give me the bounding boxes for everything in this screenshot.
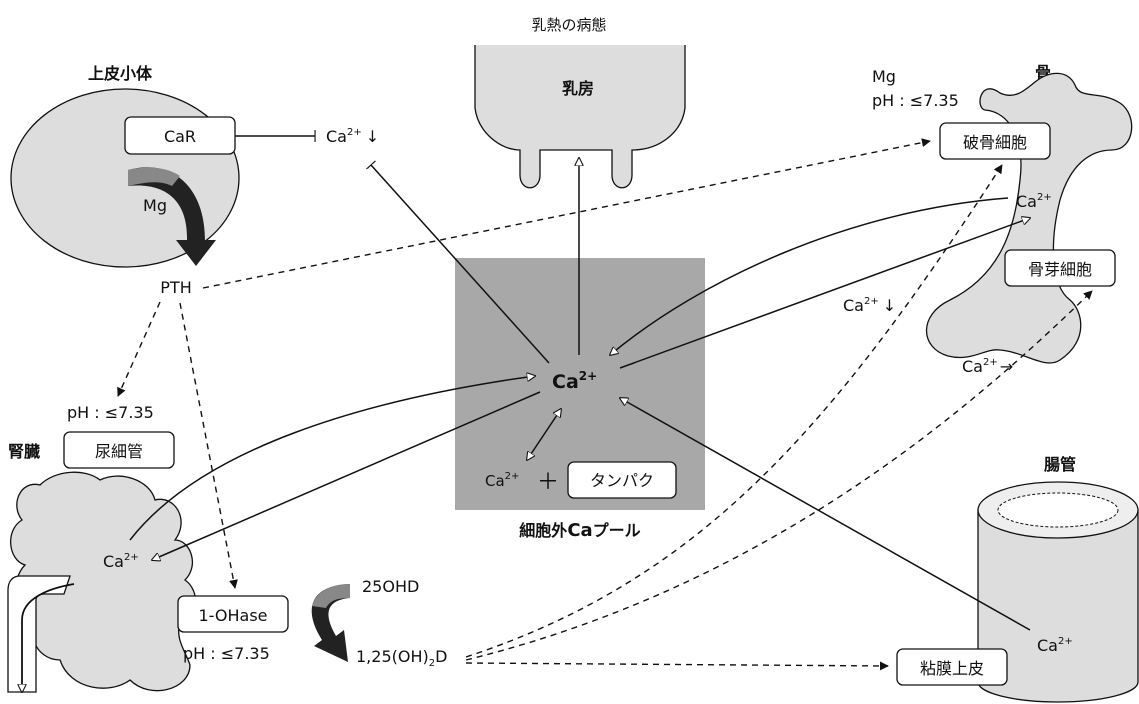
mg-label-parathyroid: Mg	[143, 196, 167, 215]
mucosa-label: 粘膜上皮	[920, 659, 984, 678]
intestine-label: 腸管	[1044, 455, 1076, 474]
ohase-label: 1-OHase	[198, 606, 267, 625]
mammary-gland	[475, 45, 685, 188]
kidney-label: 腎臓	[8, 442, 40, 461]
parathyroid-label: 上皮小体	[88, 64, 153, 83]
intestine-to-pool-arrow	[620, 398, 1030, 630]
bone-ph-label: pH : ≤7.35	[872, 91, 959, 110]
bone-ca-low: Ca2+↓	[843, 296, 896, 315]
kidney-ph-top: pH : ≤7.35	[67, 403, 154, 422]
tubule-label: 尿細管	[95, 442, 143, 461]
pth-to-tubule-arrow	[118, 302, 160, 396]
protein-label: タンパク	[590, 471, 654, 490]
osteoclast-label: 破骨細胞	[963, 133, 1027, 152]
mg-label-bone: Mg	[872, 67, 896, 86]
intestine-lumen	[998, 493, 1118, 527]
car-label: CaR	[164, 127, 196, 146]
pool-label: 細胞外Caプール	[519, 520, 640, 541]
plus-sign: ＋	[537, 470, 559, 495]
kidney-ph-bottom: pH : ≤7.35	[183, 644, 270, 663]
mammary-label: 乳房	[562, 79, 594, 98]
vitd-active: 1,25(OH)2D	[356, 647, 447, 669]
pth-label: PTH	[160, 278, 191, 297]
osteoblast-label: 骨芽細胞	[1028, 260, 1092, 279]
ca-low-parathyroid: Ca2+↓	[326, 127, 379, 146]
diagram-title: 乳熱の病態	[531, 16, 606, 34]
vitd-to-mucosa-arrow	[466, 663, 888, 666]
pth-to-ohase-arrow	[180, 303, 235, 588]
bone-ca-out: Ca2+→	[962, 357, 1013, 376]
vitd-precursor: 25OHD	[362, 577, 419, 596]
